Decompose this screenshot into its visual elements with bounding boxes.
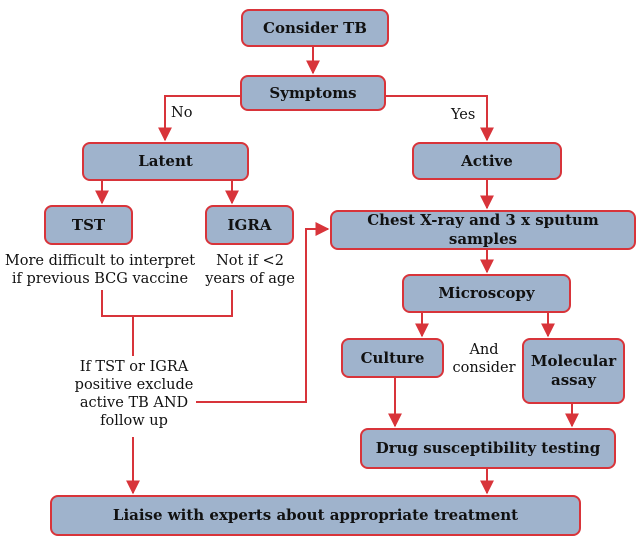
and-consider-label: And consider	[452, 342, 516, 377]
connector-tst-igra-join	[101, 290, 233, 317]
igra-node: IGRA	[205, 205, 294, 245]
chest-xray-node: Chest X-ray and 3 x sputum samples	[330, 210, 636, 250]
tst-note: More difficult to interpret if previous …	[4, 253, 196, 288]
yes-label: Yes	[451, 107, 476, 123]
drug-susceptibility-node: Drug susceptibility testing	[360, 428, 616, 469]
symptoms-node: Symptoms	[240, 75, 386, 111]
molecular-assay-node: Molecular assay	[522, 338, 625, 404]
positive-test-note: If TST or IGRA positive exclude active T…	[74, 359, 194, 430]
culture-node: Culture	[341, 338, 444, 378]
arrow-symptoms-to-active	[386, 95, 494, 142]
consider-tb-node: Consider TB	[241, 9, 389, 47]
active-node: Active	[412, 142, 562, 180]
microscopy-node: Microscopy	[402, 274, 571, 313]
igra-note: Not if <2 years of age	[205, 253, 295, 288]
latent-node: Latent	[82, 142, 249, 181]
arrow-symptoms-to-latent	[158, 95, 240, 142]
tst-node: TST	[44, 205, 133, 245]
arrow-note-to-chest	[196, 222, 330, 403]
no-label: No	[171, 105, 193, 121]
liaise-experts-node: Liaise with experts about appropriate tr…	[50, 495, 581, 536]
